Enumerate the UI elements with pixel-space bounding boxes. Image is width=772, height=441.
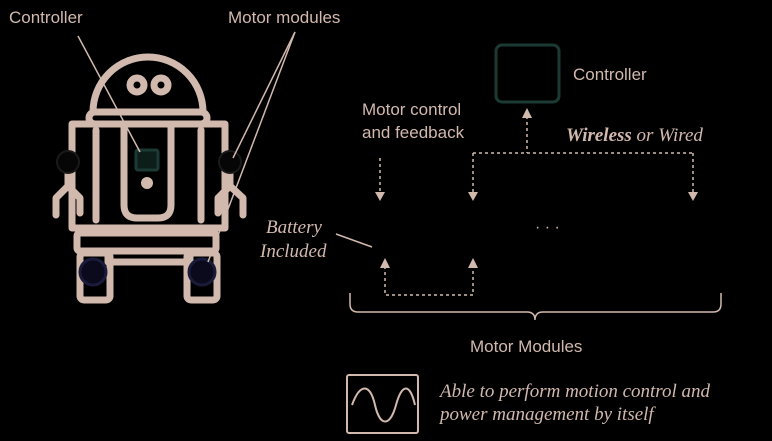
leader-motor-arm (232, 31, 296, 159)
legend-text-line1: Able to perform motion control and (440, 381, 711, 402)
legend-text-line2: power management by itself (440, 404, 654, 425)
robot-right-arm (214, 168, 247, 219)
robot-right-wheel-motor (187, 257, 217, 287)
connection-type-label: Wireless or Wired (566, 125, 703, 147)
arrowhead-down-center (468, 192, 478, 201)
robot-head (89, 53, 207, 116)
robot-base-bumper (73, 229, 220, 255)
arrowhead-up-loop-left (380, 258, 390, 268)
arrowhead-up-loop-right (468, 258, 478, 268)
sine-wave-icon (351, 387, 416, 423)
signal-lines (379, 116, 694, 296)
robot-left-wheel-motor (78, 257, 108, 287)
wireless-word: Wireless (566, 125, 632, 146)
arrowhead-down-right (688, 192, 698, 201)
wired-word: Wired (658, 125, 703, 146)
battery-leader-line (335, 233, 373, 248)
robot-right-leg (183, 249, 221, 304)
motor-control-label-line1: Motor control (362, 100, 462, 119)
ellipsis-more-modules: · · · (535, 219, 560, 236)
robot-chest-panel (120, 120, 175, 222)
arrowhead-up-controller (522, 108, 532, 118)
battery-label: Battery (266, 217, 322, 238)
robot-left-arm (52, 166, 84, 219)
controller-box (494, 43, 561, 104)
motor-modules-label: Motor Modules (470, 337, 583, 356)
robot-left-eye (126, 74, 148, 96)
included-label: Included (260, 241, 327, 262)
controller-label: Controller (573, 65, 647, 84)
legend-box (346, 374, 419, 434)
or-word: or (636, 125, 654, 146)
robot-leader-lines (77, 31, 296, 263)
motor-modules-brace (349, 293, 722, 321)
motor-control-label-line2: and feedback (362, 123, 465, 142)
robot-controller-label: Controller (9, 8, 83, 27)
arrowhead-down-left (375, 192, 385, 201)
robot-controller-chip (134, 148, 160, 172)
robot-chest-button (141, 177, 153, 189)
dash-loop (384, 266, 474, 296)
robot-right-eye (150, 74, 172, 96)
robot-right-arm-motor (218, 150, 242, 174)
robot-motor-modules-label: Motor modules (228, 8, 341, 27)
leader-motor-wheel (207, 31, 296, 263)
signal-arrowheads (375, 108, 698, 268)
robot-left-arm-motor (56, 150, 80, 174)
leader-controller (77, 35, 141, 153)
